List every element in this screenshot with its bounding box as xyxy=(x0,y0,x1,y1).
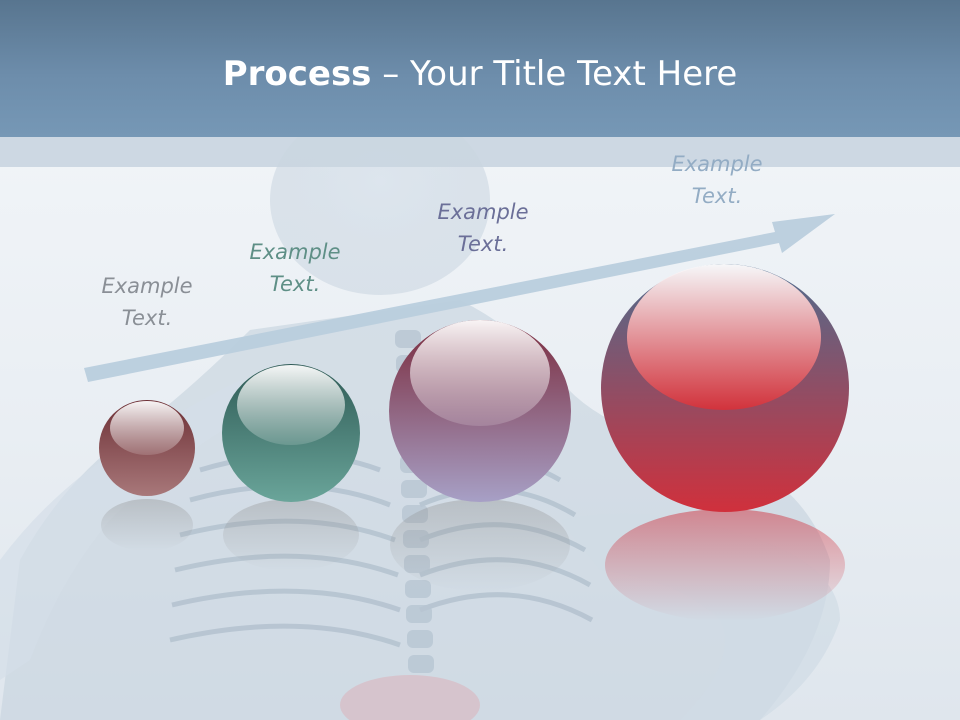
sphere-reflections xyxy=(101,499,845,621)
step-4-label-line1: Example xyxy=(671,152,763,176)
step-3-label-line2: Text. xyxy=(457,232,509,256)
step-4-label-line2: Text. xyxy=(691,184,743,208)
title-bar-band xyxy=(0,137,960,167)
step-2-label: Example Text. xyxy=(200,236,390,300)
step-3-label: Example Text. xyxy=(388,196,578,260)
slide-title: Process – Your Title Text Here xyxy=(0,52,960,96)
sphere-1 xyxy=(99,400,195,496)
sphere-3 xyxy=(389,320,571,502)
title-bar xyxy=(0,0,960,137)
step-1-label: Example Text. xyxy=(52,270,242,334)
step-3-label-line1: Example xyxy=(437,200,529,224)
slide-title-bold: Process xyxy=(222,54,372,94)
step-2-label-line1: Example xyxy=(249,240,341,264)
step-1-label-line1: Example xyxy=(101,274,193,298)
step-2-label-line2: Text. xyxy=(269,272,321,296)
step-4-label: Example Text. xyxy=(622,148,812,212)
step-1-label-line2: Text. xyxy=(121,306,173,330)
sphere-2 xyxy=(222,364,360,502)
slide-title-rest: – Your Title Text Here xyxy=(371,54,738,94)
sphere-4 xyxy=(601,264,849,512)
